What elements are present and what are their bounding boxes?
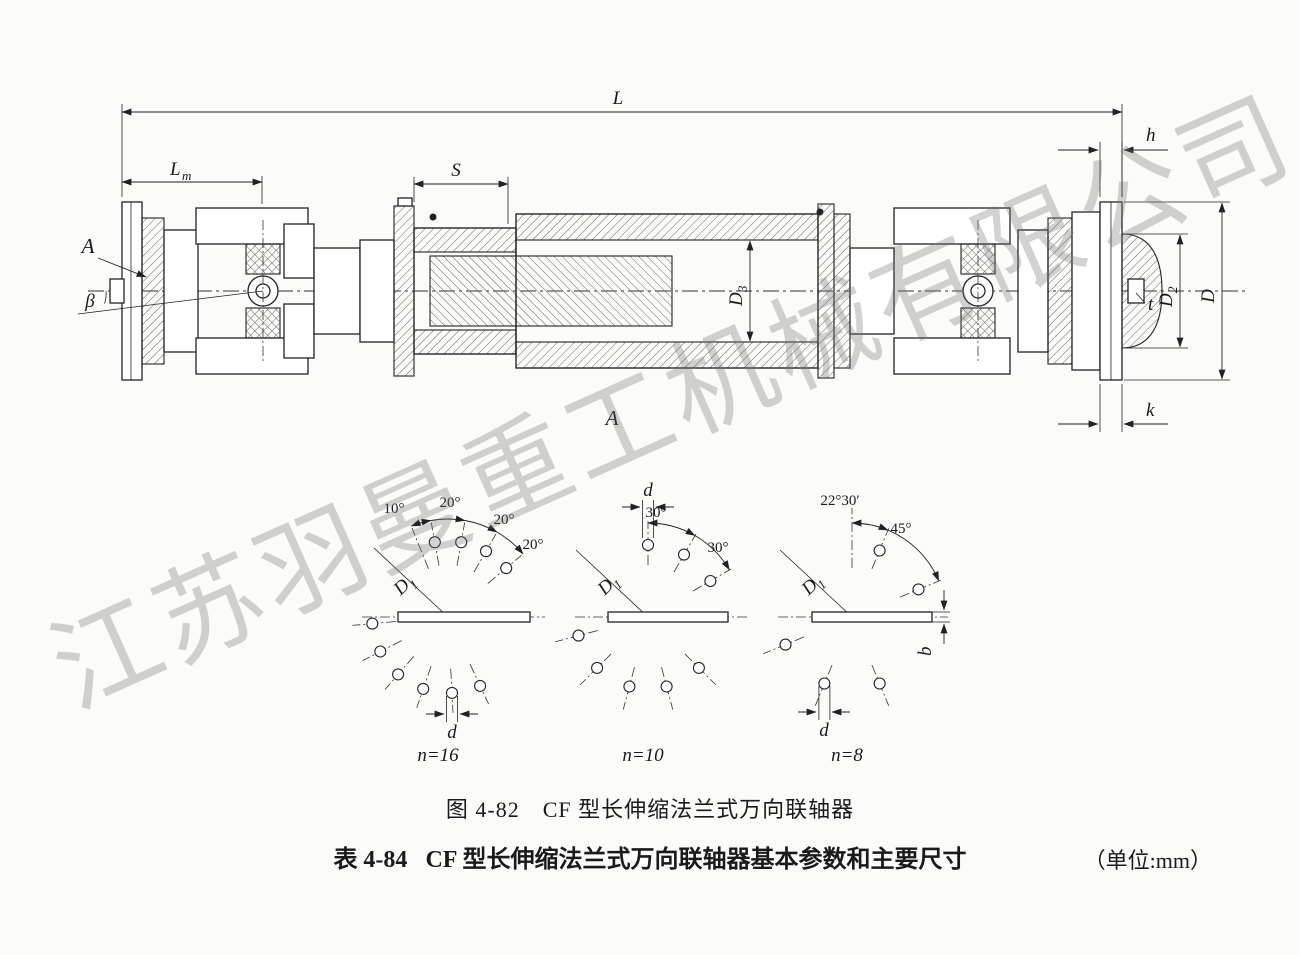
- angle-label: 20°: [494, 512, 515, 528]
- table-caption: 表 4-84 CF 型长伸缩法兰式万向联轴器基本参数和主要尺寸: [0, 839, 1300, 874]
- slip-sleeve-section: [393, 197, 673, 377]
- angle-label: 45°: [891, 521, 912, 537]
- bolt-count-label: n=8: [831, 745, 863, 766]
- intermediate-shaft: [313, 239, 395, 343]
- bolt-count-label: n=10: [622, 745, 664, 766]
- dim-D2-label: D 2: [1156, 286, 1180, 308]
- unit-note: （单位:mm）: [1083, 848, 1212, 873]
- bolt-pattern-n8: 22°30′ 45° b d D 1 n=8: [763, 493, 950, 766]
- bolt-pattern-n10: 30° 30° d D 1 n=10: [555, 480, 748, 766]
- angle-label: 20°: [440, 495, 461, 511]
- view-A-label: A: [604, 406, 619, 430]
- dim-D1-label: D 1: [389, 575, 421, 601]
- dim-k-label: k: [1146, 400, 1155, 421]
- bolt-count-label: n=16: [417, 745, 459, 766]
- dim-Lm-label: L m: [169, 159, 191, 183]
- left-universal-joint: [163, 207, 315, 375]
- left-flange: [109, 201, 165, 381]
- dim-S-label: S: [451, 160, 461, 181]
- dim-b-label: b: [915, 647, 936, 657]
- dimensions: L h L m S A β D 3 D 2 D t: [77, 88, 1230, 432]
- svg-text:D: D: [726, 292, 747, 307]
- dim-D3-label: D 3: [726, 285, 750, 307]
- angle-label: 20°: [523, 537, 544, 553]
- section-arrow-A-label: A: [80, 234, 95, 258]
- svg-text:m: m: [182, 168, 191, 183]
- svg-text:b: b: [915, 647, 936, 657]
- table-caption-title: CF 型长伸缩法兰式万向联轴器基本参数和主要尺寸: [425, 847, 967, 873]
- right-flange-end: [1047, 201, 1163, 381]
- dim-D1-label: D 1: [797, 575, 829, 601]
- dim-D1-label: D 1: [593, 575, 625, 601]
- dim-L-label: L: [612, 88, 624, 109]
- angle-label: 10°: [384, 501, 405, 517]
- svg-text:D: D: [1198, 289, 1219, 304]
- dim-d-label: d: [643, 480, 653, 501]
- svg-text:3: 3: [735, 285, 750, 293]
- telescopic-tube: [515, 208, 824, 369]
- dim-d-label: d: [447, 722, 457, 743]
- dim-t-label: t: [1148, 294, 1154, 315]
- svg-text:D: D: [1156, 293, 1177, 308]
- angle-label: 22°30′: [820, 493, 859, 509]
- angle-beta-label: β: [84, 291, 95, 312]
- dim-d-label: d: [819, 720, 829, 741]
- svg-text:L: L: [169, 159, 181, 180]
- table-caption-prefix: 表 4-84: [333, 847, 408, 873]
- bolt-pattern-n16: 10° 20° 20° 20° d D 1 n=16: [352, 495, 545, 766]
- right-collar: [817, 203, 895, 379]
- svg-text:2: 2: [1165, 286, 1180, 293]
- figure-caption: 图 4-82 CF 型长伸缩法兰式万向联轴器: [445, 797, 855, 822]
- right-universal-joint: [893, 207, 1049, 375]
- dim-D-label: D: [1198, 289, 1219, 304]
- main-assembly-view: [88, 197, 1248, 381]
- angle-label: 30°: [708, 540, 729, 556]
- dim-h-label: h: [1146, 125, 1156, 146]
